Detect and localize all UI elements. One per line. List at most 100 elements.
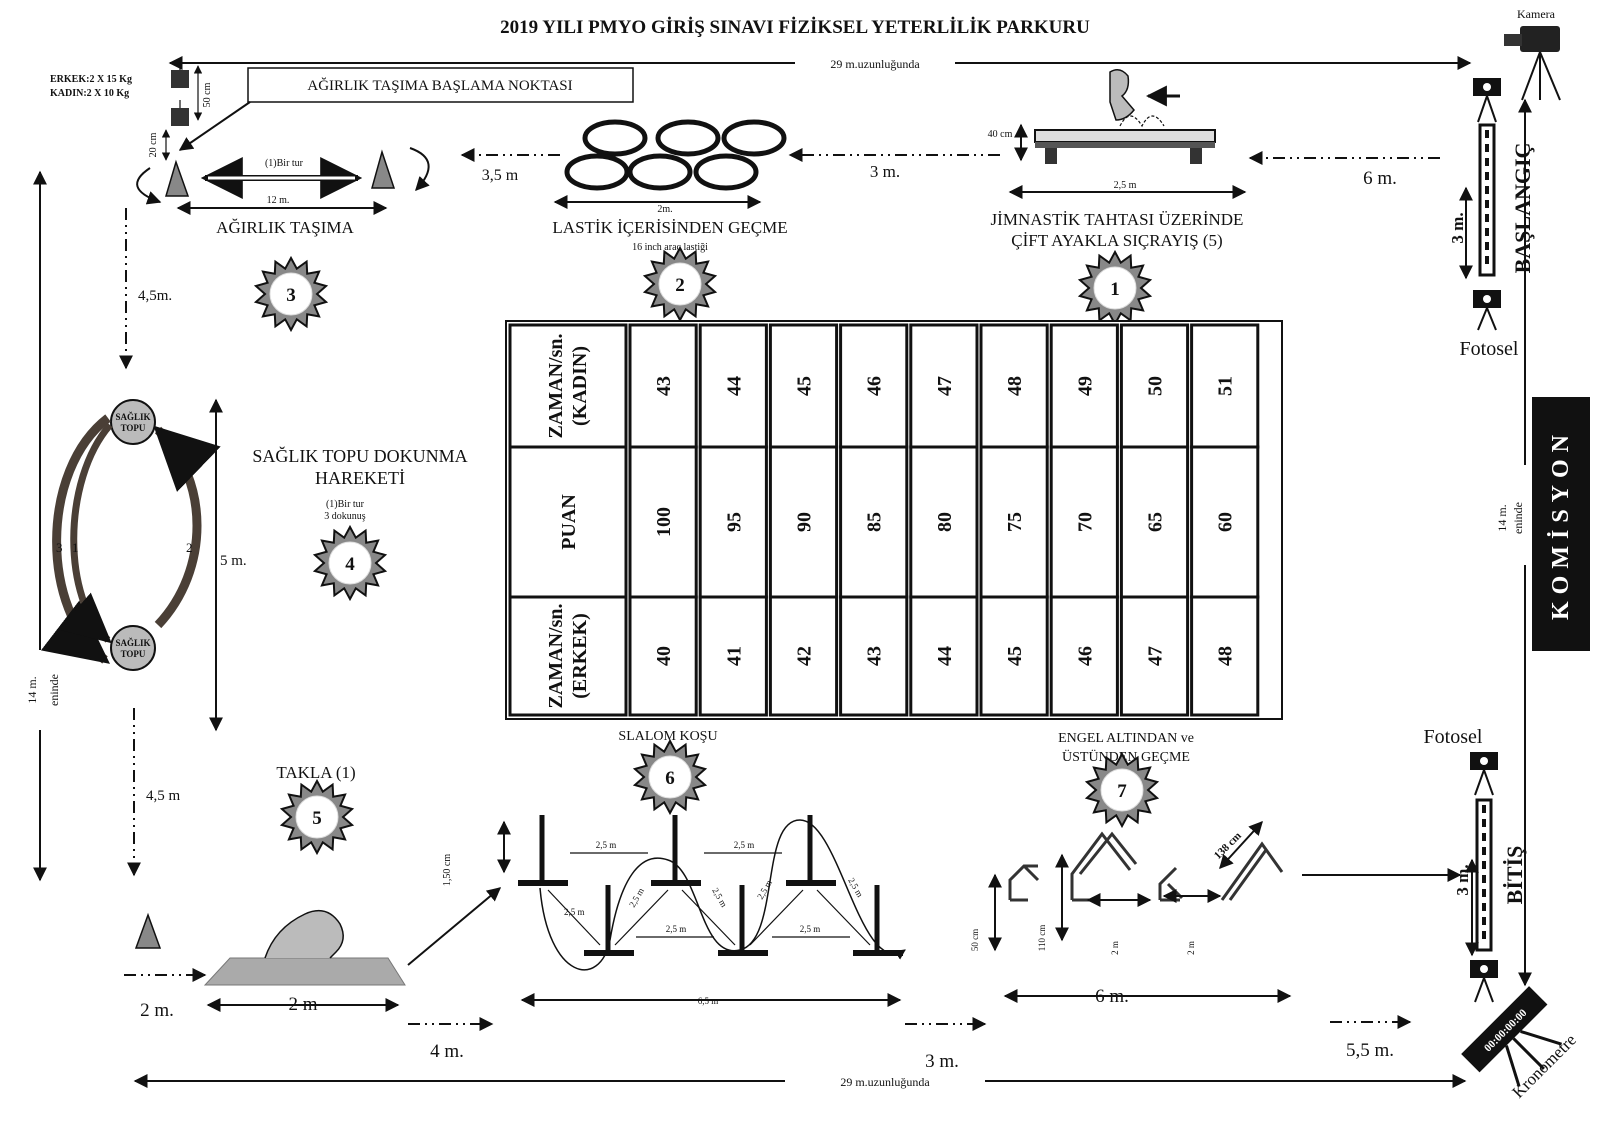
table-row-header-cell: [508, 595, 628, 717]
dist-3m-label: 3 m.: [870, 162, 900, 181]
medicine-ball-icon-top: [110, 399, 156, 445]
station-badge-4: 4: [312, 524, 388, 602]
start-label: BAŞLANGIÇ: [1510, 143, 1535, 274]
table-cell: [979, 595, 1049, 717]
table-cell-value: 100: [653, 507, 675, 537]
starburst-center: [1100, 768, 1144, 812]
table-row-header: PUAN: [558, 494, 580, 550]
table-cell-value: 46: [864, 376, 886, 396]
table-cell-value: 46: [1074, 646, 1096, 666]
table-cell: [839, 445, 909, 599]
ball-top-line1: SAĞLIK: [115, 412, 150, 422]
tires-width-label: 2m.: [657, 204, 672, 215]
weight-kadin: KADIN:2 X 10 Kg: [50, 88, 129, 99]
starburst-center: [295, 795, 339, 839]
table-cell: [1190, 595, 1260, 717]
slalom-diag-2: [614, 889, 669, 946]
obstacle-50cm-label: 50 cm: [970, 929, 980, 951]
table-cell: [1119, 445, 1190, 599]
width-left-label: 14 m. eninde: [25, 674, 61, 706]
ball-bottom-line1: SAĞLIK: [115, 638, 150, 648]
station-5-length-label: 2 m: [288, 994, 317, 1015]
table-cell: [628, 595, 698, 717]
table-cell-value: 48: [1215, 646, 1237, 666]
page-title: 2019 YILI PMYO GİRİŞ SINAVI FİZİKSEL YET…: [500, 17, 1090, 38]
dist-5-5m-label: 5,5 m.: [1346, 1040, 1394, 1061]
station-4-label-line1: SAĞLIK TOPU DOKUNMA: [252, 445, 467, 466]
station-2-label: LASTİK İÇERİSİNDEN GEÇME: [552, 218, 787, 237]
table-cell-value: 43: [864, 646, 886, 666]
station-number: 3: [286, 285, 296, 306]
table-cell-value: 90: [794, 512, 816, 532]
fotosel-icon-start-bottom: [1473, 290, 1501, 331]
station-badge-2: 2: [642, 245, 718, 323]
fotosel-finish-label: Fotosel: [1424, 726, 1483, 748]
table-cell-value: 80: [934, 512, 956, 532]
slalom-diag-label-3: 2,5 m: [710, 886, 729, 909]
table-cell-value: 65: [1145, 512, 1167, 532]
obstacle-length-label: 6 m.: [1095, 986, 1129, 1007]
table-cell-value: 42: [794, 646, 816, 666]
gym-board-icon: [1034, 69, 1216, 164]
table-cell-value: 70: [1074, 512, 1096, 532]
table-cell: [698, 595, 768, 717]
mat-icon: [203, 957, 406, 986]
length-bottom-label: 29 m.uzunluğunda: [840, 1075, 930, 1089]
station-number: 6: [665, 768, 675, 789]
station-number: 2: [675, 275, 685, 296]
slalom-path: [539, 819, 906, 971]
length-top-label: 29 m.uzunluğunda: [830, 57, 920, 71]
turn-arrow-icon-right: [409, 147, 430, 192]
station-6-label: SLALOM KOŞU: [618, 729, 717, 744]
cone-icon-left: [164, 159, 190, 197]
fotosel-start-label: Fotosel: [1460, 338, 1519, 360]
table-cell-value: 48: [1004, 376, 1026, 396]
fotosel-icon-finish-top: [1470, 752, 1498, 796]
gym-length-label: 2,5 m: [1114, 180, 1137, 191]
station-5-label: TAKLA (1): [276, 763, 355, 782]
weight-erkek: ERKEK:2 X 15 Kg: [50, 74, 132, 85]
station-7-label-line1: ENGEL ALTINDAN ve: [1058, 731, 1194, 746]
station-badge-1: 1: [1077, 249, 1153, 327]
dist-2m-label: 2 m.: [140, 1000, 174, 1021]
camera-icon: [1504, 26, 1561, 101]
start-point-label: AĞIRLIK TAŞIMA BAŞLAMA NOKTASI: [307, 77, 572, 94]
fotosel-icon-finish-bottom: [1470, 960, 1498, 1003]
slalom-diag-label-2: 2,5 m: [627, 886, 646, 909]
slalom-spacing-label-4: 2,5 m: [800, 924, 821, 934]
medicine-ball-icon-bottom: [110, 625, 156, 671]
table-row-header-line1: ZAMAN/sn.: [545, 333, 567, 438]
table-cell-value: 51: [1215, 376, 1237, 396]
table-cell-value: 45: [1004, 646, 1026, 666]
turn-arrow-icon-left: [136, 167, 162, 205]
width-right-label: 14 m. eninde: [1495, 502, 1525, 534]
slalom-height-label: 1,50 cm: [442, 854, 453, 886]
start-length-label: 3 m.: [1448, 212, 1467, 243]
start-point-box: [247, 67, 634, 103]
starburst-center: [328, 541, 372, 585]
table-cell: [698, 445, 768, 599]
table-cell-value: 43: [653, 376, 675, 396]
table-cell-value: 41: [723, 646, 745, 666]
station-3-label: AĞIRLIK TAŞIMA: [216, 218, 354, 237]
table-cell: [1119, 595, 1190, 717]
tires-icon: [564, 119, 787, 191]
slalom-poles-icon: [518, 815, 903, 956]
weights-icon: [171, 62, 189, 126]
table-cell-value: 40: [653, 646, 675, 666]
starburst-center: [269, 272, 313, 316]
camera-label: Kamera: [1517, 7, 1556, 21]
table-cell-value: 44: [723, 376, 745, 396]
komisyon-box: [1532, 397, 1590, 651]
obstacle-110cm-label: 110 cm: [1037, 925, 1047, 951]
width-left-text: 14 m.: [25, 676, 39, 703]
ball-arrow-3: [40, 414, 111, 664]
dist-3m-bottom-label: 3 m.: [925, 1051, 959, 1072]
obstacle-diag-arrow: [1219, 820, 1263, 870]
dist-4-5m-bottom-label: 4,5 m: [146, 788, 181, 804]
ball-arrow-3-label: 3: [56, 540, 63, 555]
width-right-text: 14 m.: [1495, 504, 1509, 531]
table-cell: [909, 595, 979, 717]
table-cell: [979, 445, 1049, 599]
